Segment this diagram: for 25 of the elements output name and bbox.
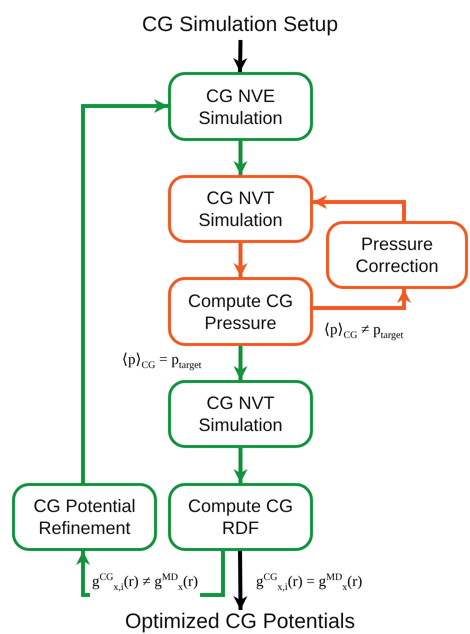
process-box — [326, 221, 468, 289]
process-box — [168, 483, 313, 551]
arrow — [313, 195, 406, 221]
arrow — [233, 550, 248, 610]
flow-terminal-text: Optimized CG Potentials — [100, 610, 380, 634]
arrow — [234, 243, 248, 277]
arrow — [313, 289, 411, 310]
process-box — [168, 380, 313, 448]
arrow — [233, 40, 248, 72]
arrow — [234, 448, 248, 483]
box-label: Pressure Correction — [354, 233, 440, 277]
flow-terminal-text: CG Simulation Setup — [110, 10, 370, 40]
box-label: CG NVT Simulation — [197, 187, 284, 231]
process-box — [168, 277, 313, 346]
arrow — [234, 141, 248, 175]
process-box — [168, 175, 313, 243]
process-box — [12, 483, 157, 551]
box-label: CG Potential Refinement — [32, 495, 137, 539]
arrow — [81, 99, 168, 483]
box-label: CG NVT Simulation — [197, 392, 284, 436]
box-label: Compute CG RDF — [186, 495, 294, 539]
box-label: CG NVE Simulation — [197, 84, 284, 128]
process-box — [168, 72, 313, 141]
box-label: Compute CG Pressure — [186, 290, 294, 334]
arrow — [234, 346, 248, 380]
